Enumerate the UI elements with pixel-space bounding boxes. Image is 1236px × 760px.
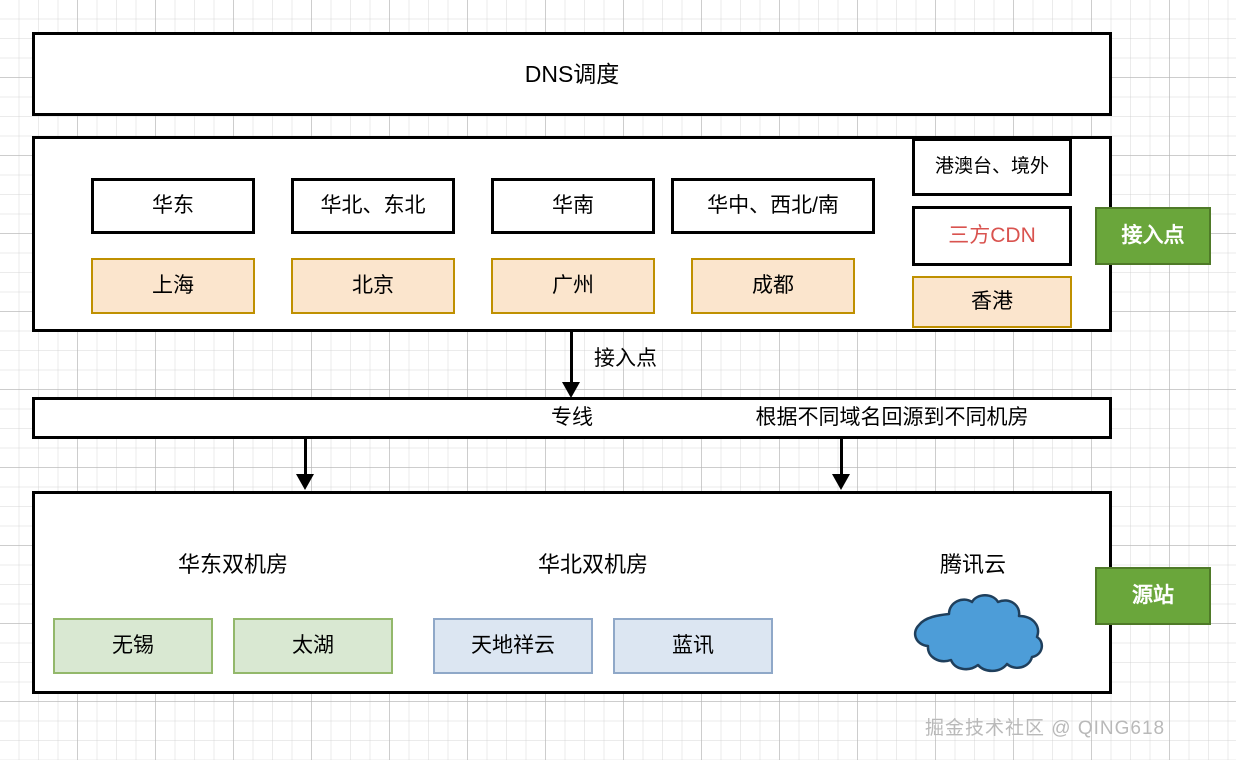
origin-group-title-tencent-cloud: 腾讯云 <box>939 552 1006 578</box>
city-box-guangzhou[interactable]: 广州 <box>491 258 655 314</box>
city-label: 上海 <box>152 273 194 297</box>
dns-scheduling-label: DNS调度 <box>524 60 620 87</box>
access-point-tag-label: 接入点 <box>1121 223 1185 247</box>
transport-label-origin-routing: 根据不同域名回源到不同机房 <box>755 405 1029 429</box>
access-point-tag: 接入点 <box>1095 207 1211 265</box>
idc-box-wuxi[interactable]: 无锡 <box>53 618 213 674</box>
connector-arrowhead-transport-to-origin-left <box>296 474 314 490</box>
idc-label: 蓝讯 <box>672 633 714 657</box>
connector-line-transport-to-origin-left <box>304 439 307 477</box>
region-box-huazhong-xibei-nan[interactable]: 华中、西北/南 <box>671 178 875 234</box>
city-label: 成都 <box>752 273 794 297</box>
region-box-overseas[interactable]: 港澳台、境外 <box>912 138 1072 196</box>
origin-site-tag-label: 源站 <box>1132 583 1174 607</box>
idc-label: 太湖 <box>292 633 334 657</box>
transport-label-dedicated-line: 专线 <box>551 405 593 429</box>
origin-site-tag: 源站 <box>1095 567 1211 625</box>
connector-label-access-point: 接入点 <box>594 347 657 370</box>
region-label: 华东 <box>152 193 194 217</box>
city-box-beijing[interactable]: 北京 <box>291 258 455 314</box>
third-party-cdn-box[interactable]: 三方CDN <box>912 206 1072 266</box>
region-box-huanan[interactable]: 华南 <box>491 178 655 234</box>
transport-band <box>32 397 1112 439</box>
connector-line-access-to-transport <box>570 332 573 384</box>
region-box-huabei-dongbei[interactable]: 华北、东北 <box>291 178 455 234</box>
origin-group-title-huadong: 华东双机房 <box>177 552 288 578</box>
city-box-chengdu[interactable]: 成都 <box>691 258 855 314</box>
city-label: 香港 <box>971 289 1013 313</box>
idc-label: 无锡 <box>112 633 154 657</box>
region-label: 华中、西北/南 <box>707 193 839 217</box>
third-party-cdn-label: 三方CDN <box>948 223 1036 247</box>
idc-box-lanxun[interactable]: 蓝讯 <box>613 618 773 674</box>
region-label: 华南 <box>552 193 594 217</box>
city-box-shanghai[interactable]: 上海 <box>91 258 255 314</box>
city-label: 北京 <box>352 273 394 297</box>
city-label: 广州 <box>552 273 594 297</box>
watermark: 掘金技术社区 @ QING618 <box>925 718 1166 739</box>
connector-arrowhead-transport-to-origin-right <box>832 474 850 490</box>
connector-line-transport-to-origin-right <box>840 439 843 477</box>
connector-arrowhead-access-to-transport <box>562 382 580 398</box>
region-label: 港澳台、境外 <box>934 156 1049 178</box>
city-box-hongkong[interactable]: 香港 <box>912 276 1072 328</box>
region-box-huadong[interactable]: 华东 <box>91 178 255 234</box>
idc-label: 天地祥云 <box>471 633 555 657</box>
origin-group-title-huabei: 华北双机房 <box>537 552 648 578</box>
idc-box-taihu[interactable]: 太湖 <box>233 618 393 674</box>
dns-scheduling-band: DNS调度 <box>32 32 1112 116</box>
region-label: 华北、东北 <box>320 193 426 217</box>
idc-box-tiandixiangyun[interactable]: 天地祥云 <box>433 618 593 674</box>
